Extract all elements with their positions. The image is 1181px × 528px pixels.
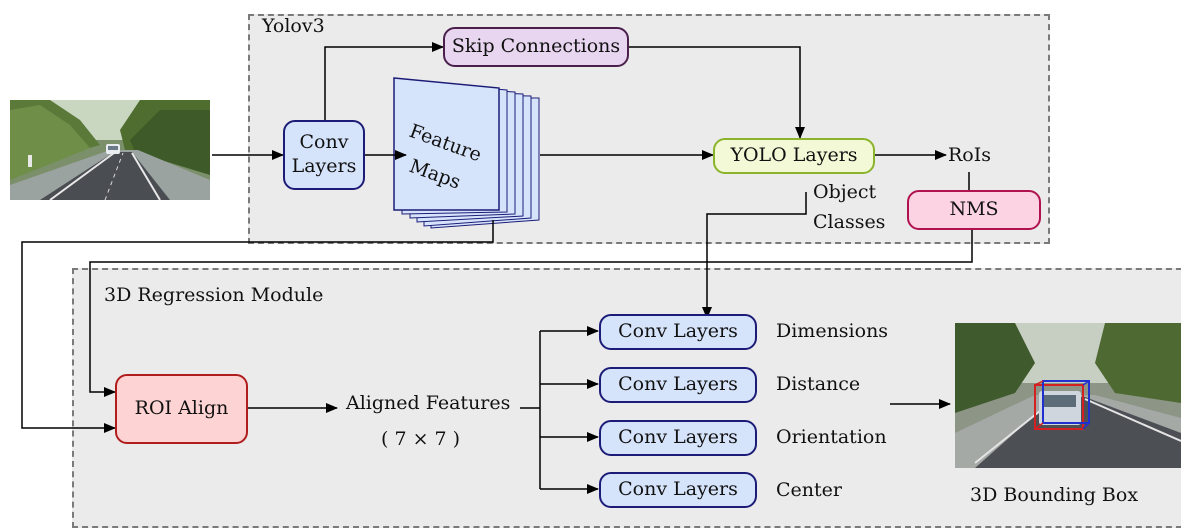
yolov3-title: Yolov3	[262, 15, 325, 37]
aligned-features-label: Aligned Features	[346, 392, 511, 414]
conv-layers-line1: Conv	[299, 131, 349, 154]
conv-layers-dimensions-block: Conv Layers	[599, 314, 757, 350]
input-road-image	[10, 100, 210, 200]
distance-output-label: Distance	[776, 373, 861, 395]
conv-layers-orientation-block: Conv Layers	[599, 420, 757, 456]
roi-align-block: ROI Align	[115, 374, 248, 444]
aligned-features-size: ( 7 × 7 )	[381, 428, 461, 450]
center-output-label: Center	[776, 479, 842, 501]
dimensions-output-label: Dimensions	[776, 320, 889, 342]
regression-module-title: 3D Regression Module	[104, 284, 324, 306]
nms-block: NMS	[907, 190, 1041, 230]
bounding-box-caption: 3D Bounding Box	[970, 484, 1139, 506]
object-classes-line1: Object	[813, 181, 877, 203]
conv-layers-distance-block: Conv Layers	[599, 367, 757, 403]
conv-layers-center-block: Conv Layers	[599, 472, 757, 508]
yolo-layers-block: YOLO Layers	[713, 138, 875, 174]
bounding-box-result-image	[955, 323, 1181, 468]
conv-layers-block: Conv Layers	[283, 120, 365, 190]
orientation-output-label: Orientation	[776, 426, 887, 448]
object-classes-line2: Classes	[813, 211, 886, 233]
skip-connections-block: Skip Connections	[443, 27, 629, 67]
rois-label: RoIs	[948, 144, 992, 166]
conv-layers-line2: Layers	[291, 155, 357, 177]
